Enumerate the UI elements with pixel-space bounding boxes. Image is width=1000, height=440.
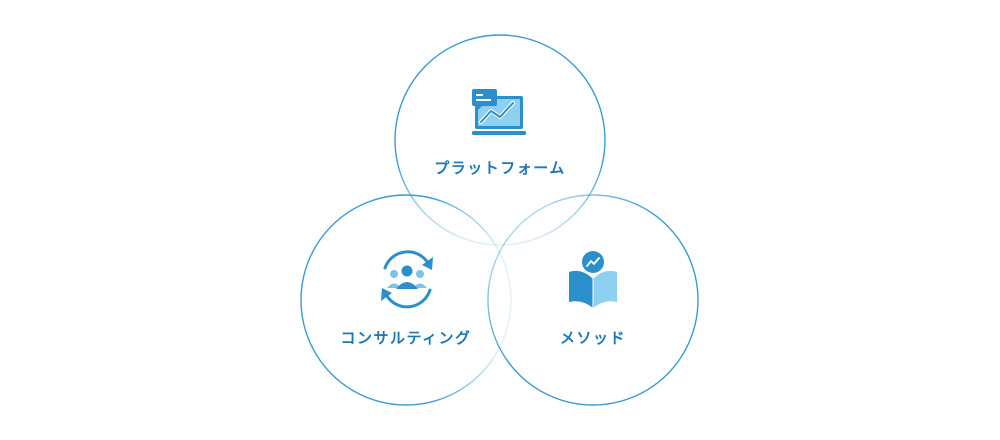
book-growth-icon xyxy=(569,251,617,308)
node-consulting: コンサルティング xyxy=(340,250,471,347)
node-label-method: メソッド xyxy=(560,329,626,347)
circle-platform xyxy=(394,34,606,246)
monitor-chart-icon xyxy=(472,89,526,135)
circle-consulting xyxy=(300,194,512,406)
node-label-platform: プラットフォーム xyxy=(434,159,566,177)
circle-method xyxy=(487,194,699,406)
node-label-consulting: コンサルティング xyxy=(340,329,471,347)
people-refresh-icon xyxy=(381,250,433,309)
node-platform: プラットフォーム xyxy=(434,89,566,177)
node-method: メソッド xyxy=(560,251,626,347)
